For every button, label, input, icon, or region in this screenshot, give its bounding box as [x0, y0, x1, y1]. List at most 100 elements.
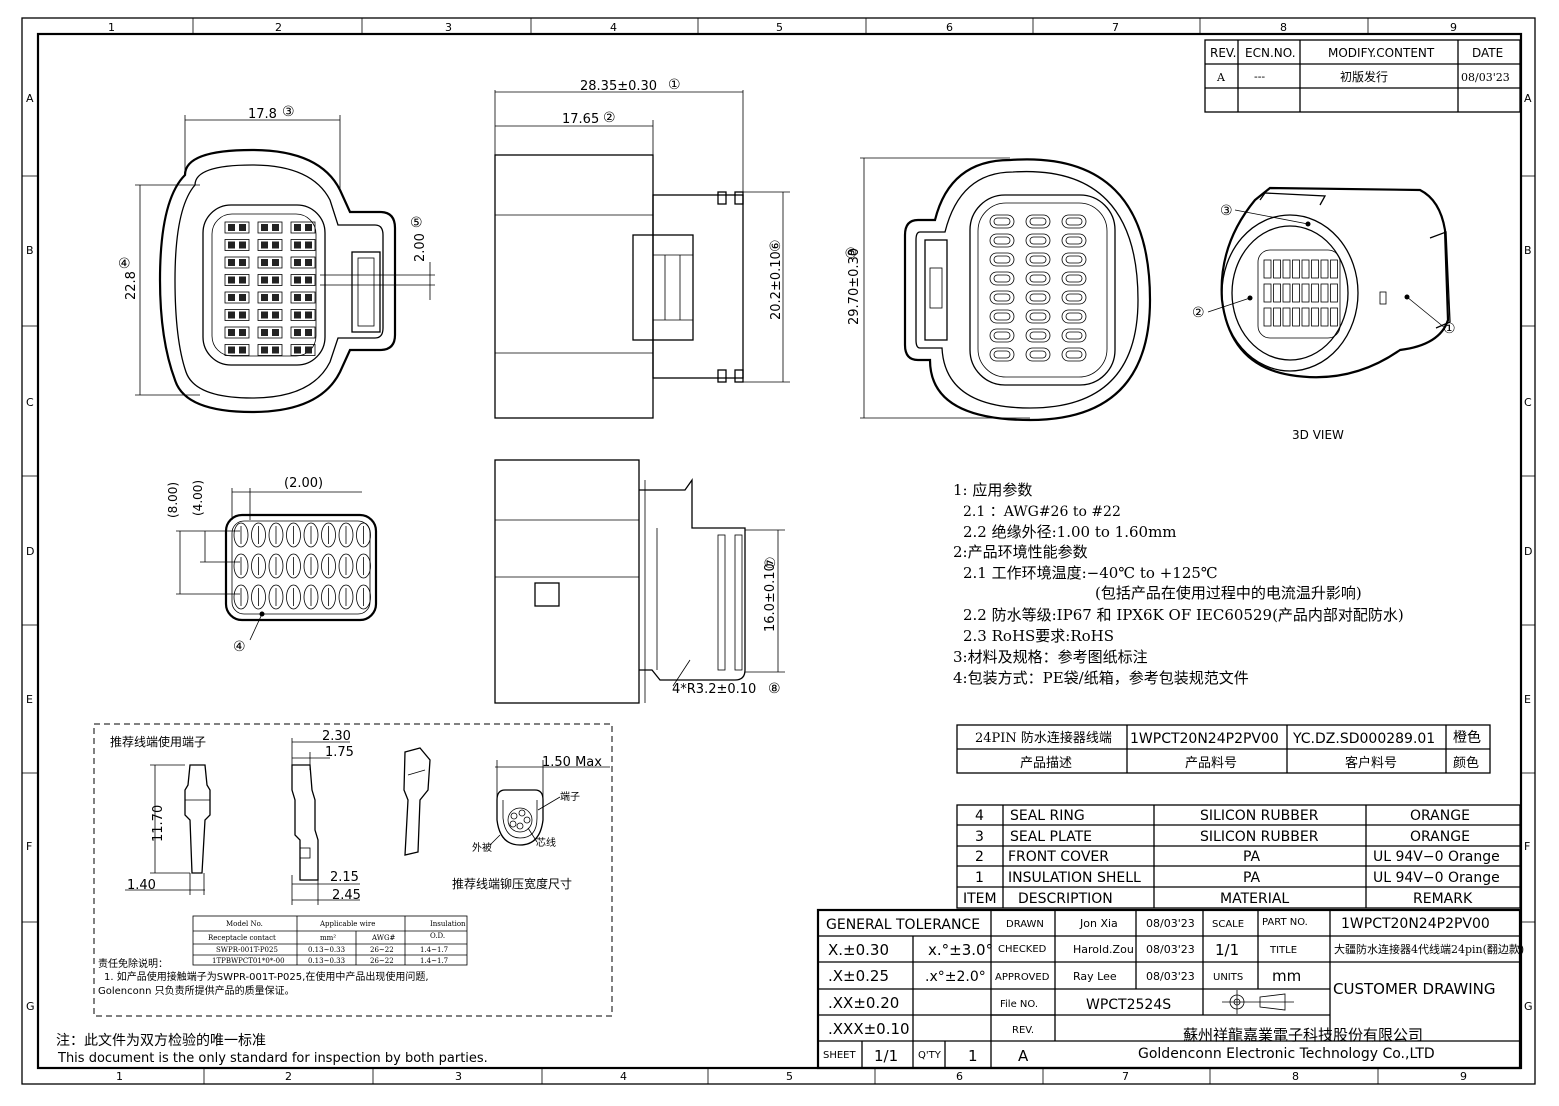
rear-pin-inner	[1065, 350, 1083, 359]
balloon-8: ⑧	[768, 681, 781, 697]
front-pin-contact	[272, 276, 279, 284]
bom-remark: UL 94V−0 Orange	[1373, 870, 1500, 886]
front-pin-cell	[257, 344, 283, 356]
dim-1-75: 1.75	[325, 745, 354, 760]
mini-sub: O.D.	[430, 932, 445, 940]
label-core: 芯线	[536, 836, 556, 849]
rear-pin-inner	[1029, 350, 1047, 359]
col-marker: 3	[455, 1070, 462, 1083]
dim-rear-height: 29.70±0.30	[847, 248, 862, 325]
note-line: 2.1 工作环境温度:−40℃ to +125℃	[963, 564, 1218, 582]
front-pin-cell	[290, 309, 316, 321]
row-marker: D	[1524, 545, 1532, 558]
rear-pin	[989, 214, 1015, 229]
row-marker: A	[1524, 92, 1532, 105]
ecn-value: ---	[1254, 70, 1265, 83]
rear-pin-inner	[1029, 255, 1047, 264]
rear-pin	[989, 290, 1015, 305]
seal-hole	[251, 553, 266, 579]
bom-desc: INSULATION SHELL	[1008, 870, 1141, 886]
rear-pin	[1061, 309, 1087, 324]
col-marker: 7	[1112, 21, 1119, 34]
rear-pin-grid	[989, 214, 1087, 362]
bom-item: 1	[975, 870, 984, 886]
rear-pin	[1025, 309, 1051, 324]
front-pin-cell	[224, 239, 250, 251]
note-line: 2.2 绝缘外径:1.00 to 1.60mm	[963, 523, 1177, 541]
seal-hole	[338, 522, 354, 548]
bom-material: SILICON RUBBER	[1200, 829, 1319, 845]
sheet-label: SHEET	[823, 1050, 857, 1061]
pin-3d	[1320, 259, 1329, 279]
bom-header: ITEM	[963, 891, 997, 907]
file-no-label: File NO.	[1000, 999, 1038, 1010]
disclaimer-line-2: Golenconn 只负责所提供产品的质量保证。	[98, 984, 295, 997]
pin-3d	[1301, 259, 1310, 279]
label-part: 产品料号	[1185, 756, 1237, 771]
front-view: 17.8 ③ 22.8 ④ 2.00 ⑤	[118, 104, 435, 414]
front-pin-contact	[239, 259, 246, 266]
dim-front-height: 22.8	[124, 271, 139, 300]
tol-value: .XXX±0.10	[828, 1020, 910, 1038]
front-pin-cell	[224, 326, 250, 339]
rear-pin	[1025, 271, 1051, 286]
checked-name: Harold.Zou	[1073, 943, 1134, 956]
bom-item: 2	[975, 849, 984, 865]
balloon-3-3d: ③	[1220, 203, 1233, 219]
front-pin-contact	[239, 241, 246, 249]
title-label: TITLE	[1269, 945, 1297, 956]
front-pin-cell	[290, 274, 316, 286]
date-value: 08/03'23	[1461, 71, 1510, 84]
bom-table: 4 SEAL RING SILICON RUBBER ORANGE 3 SEAL…	[956, 804, 1521, 909]
front-pin-contact	[272, 224, 279, 231]
seal-hole	[233, 584, 249, 610]
front-pin-cell	[290, 326, 316, 339]
pin-3d	[1320, 307, 1329, 327]
front-pin-cell	[290, 256, 316, 269]
qty-label: Q'TY	[918, 1050, 942, 1061]
mini-th: Applicable wire	[319, 920, 375, 928]
rear-pin	[1061, 271, 1087, 286]
pin-3d	[1263, 283, 1272, 303]
col-marker: 3	[445, 21, 452, 34]
approved-date: 08/03'23	[1146, 970, 1195, 983]
front-pin-contact	[239, 311, 246, 319]
rear-pin	[1061, 233, 1087, 248]
col-marker: 2	[275, 21, 282, 34]
view-3d: ① ③ ② 3D VIEW	[1192, 186, 1456, 442]
tol-value: x.°±3.0°	[928, 941, 993, 959]
units-label: UNITS	[1213, 972, 1243, 983]
label-jacket: 外被	[472, 841, 492, 854]
col-marker: 5	[776, 21, 783, 34]
terminal-box-title: 推荐线端使用端子	[110, 734, 206, 749]
mini-th: Insulation	[430, 920, 466, 928]
rear-pin-inner	[1065, 274, 1083, 283]
title-block: GENERAL TOLERANCE X.±0.30 x.°±3.0° .X±0.…	[816, 908, 1524, 1070]
mini-cell: 1.4~1.7	[420, 946, 448, 954]
rear-pin	[1061, 290, 1087, 305]
row-marker: B	[26, 244, 34, 257]
front-pin-grid	[224, 221, 316, 356]
rear-pin	[989, 347, 1015, 362]
row-marker: F	[26, 840, 32, 853]
front-pin-contact	[272, 294, 279, 301]
note-line: 2.2 防水等级:IP67 和 IPX6K OF IEC60529(产品内部对配…	[963, 606, 1404, 624]
col-marker: 2	[285, 1070, 292, 1083]
seal-hole	[321, 553, 336, 579]
front-pin-contact	[261, 311, 268, 319]
bom-remark: ORANGE	[1410, 829, 1470, 845]
checked-label: CHECKED	[998, 944, 1047, 955]
pin-3d	[1330, 259, 1338, 279]
front-pin-contact	[228, 311, 235, 319]
mini-cell: 0.13~0.33	[308, 957, 345, 965]
front-pin-cell	[290, 344, 316, 356]
mini-cell: 26~22	[370, 946, 394, 954]
balloon-7: ⑦	[763, 556, 779, 569]
pin-grid-3d	[1263, 259, 1338, 327]
company-en: Goldenconn Electronic Technology Co.,LTD	[1138, 1046, 1435, 1062]
dim-11-70: 11.70	[151, 805, 166, 842]
row-marker: C	[1524, 396, 1532, 409]
label-color: 颜色	[1453, 755, 1479, 771]
rear-pin-inner	[993, 255, 1011, 264]
